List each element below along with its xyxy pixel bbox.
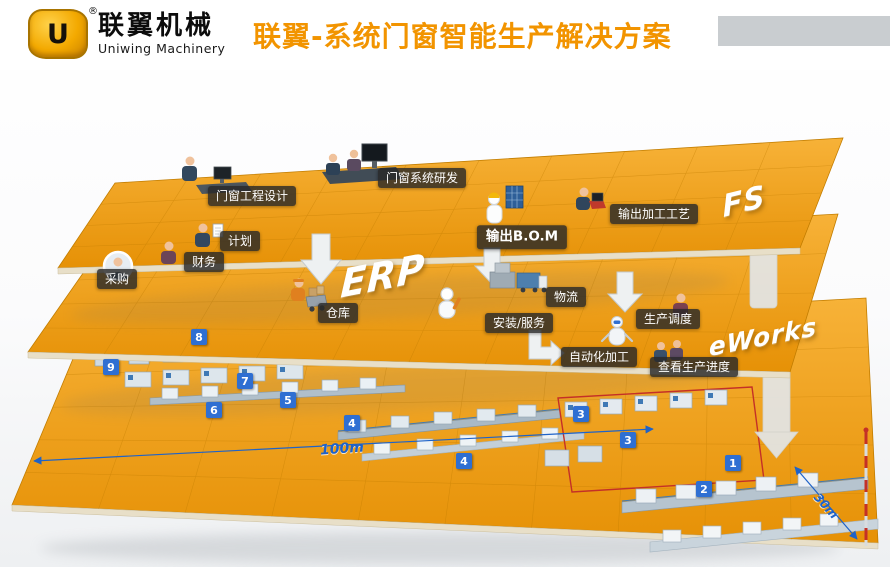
logistics-truck	[489, 262, 548, 293]
ground-shadow	[40, 532, 840, 564]
plan-station	[195, 223, 224, 247]
automation-robot	[600, 316, 634, 346]
company-logo: U ® 联翼机械 Uniwing Machinery	[28, 6, 225, 59]
shadow-top-on-middle	[70, 271, 730, 325]
dimension-lines	[33, 425, 858, 540]
arrow-process-down	[606, 271, 644, 313]
bom-engineer	[486, 185, 524, 224]
company-name: 联翼机械 Uniwing Machinery	[98, 9, 225, 56]
company-name-cn: 联翼机械	[98, 11, 215, 41]
logo-letter: U	[47, 18, 69, 50]
installer-figure	[438, 287, 461, 319]
arrow-to-automation	[528, 329, 565, 367]
survey-pole	[863, 427, 869, 546]
header: U ® 联翼机械 Uniwing Machinery 联翼-系统门窗智能生产解决…	[0, 0, 890, 70]
finance-station	[161, 241, 176, 264]
arrow-design-to-erp	[299, 233, 343, 285]
page-title: 联翼-系统门窗智能生产解决方案	[253, 20, 672, 53]
purchase-avatar	[102, 250, 134, 282]
logo-emblem-icon: U	[28, 9, 88, 59]
company-name-en: Uniwing Machinery	[98, 40, 226, 56]
platform-top	[57, 137, 844, 275]
registered-mark: ®	[88, 6, 98, 17]
process-station	[576, 187, 606, 210]
header-accent-bar	[718, 16, 890, 46]
rnd-station	[322, 143, 404, 184]
